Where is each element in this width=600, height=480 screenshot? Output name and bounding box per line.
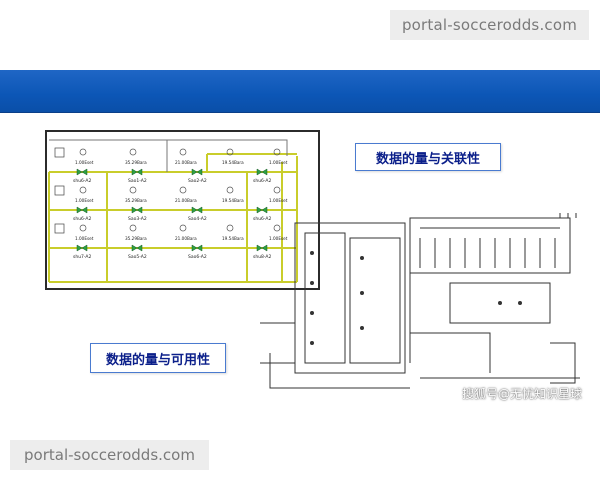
pressure-gauge-icon [129, 148, 137, 156]
pressure-gauge-icon [79, 148, 87, 156]
valve-label: Sao3-A2 [128, 216, 147, 222]
pressure-gauge-icon [226, 148, 234, 156]
pressure-reading: 1.00Eset [269, 160, 288, 165]
valve-label: shu6-A2 [73, 178, 92, 184]
pressure-gauge-icon [273, 148, 281, 156]
pressure-reading: 35.29Bara [125, 236, 147, 241]
label-data-availability: 数据的量与可用性 [90, 343, 226, 373]
valve-label: Sao1-A2 [128, 178, 147, 184]
watermark-bottom: portal-soccerodds.com [10, 440, 209, 470]
valve-icon[interactable] [76, 168, 88, 176]
valve-icon[interactable] [191, 206, 203, 214]
valve-icon[interactable] [131, 244, 143, 252]
pressure-reading: 1.00Eset [75, 198, 94, 203]
valve-icon[interactable] [256, 168, 268, 176]
slide-header-bar [0, 70, 600, 113]
pressure-gauge-icon [79, 186, 87, 194]
watermark-top: portal-soccerodds.com [390, 10, 589, 40]
pressure-gauge-icon [273, 186, 281, 194]
valve-label: Sao2-A2 [188, 178, 207, 184]
station-block [54, 223, 65, 234]
valve-icon[interactable] [191, 244, 203, 252]
pressure-gauge-icon [179, 148, 187, 156]
pressure-reading: 1.00Eset [75, 160, 94, 165]
valve-label: Sao4-A2 [188, 216, 207, 222]
valve-label: Sao5-A2 [128, 254, 147, 260]
pressure-gauge-icon [179, 186, 187, 194]
valve-label: shu6-A2 [253, 216, 272, 222]
valve-icon[interactable] [256, 206, 268, 214]
pressure-gauge-icon [79, 224, 87, 232]
pressure-reading: 19.54Bara [222, 236, 244, 241]
pressure-gauge-icon [273, 224, 281, 232]
pressure-reading: 1.00Eset [269, 236, 288, 241]
valve-label: shu8-A2 [253, 254, 272, 260]
pressure-reading: 21.00Bara [175, 236, 197, 241]
valve-icon[interactable] [131, 168, 143, 176]
pressure-gauge-icon [129, 224, 137, 232]
pressure-gauge-icon [129, 186, 137, 194]
pressure-reading: 1.00Eset [75, 236, 94, 241]
pressure-gauge-icon [179, 224, 187, 232]
valve-icon[interactable] [191, 168, 203, 176]
electrical-schematic [260, 213, 580, 389]
pressure-reading: 19.54Bara [222, 160, 244, 165]
valve-label: shu6-A2 [253, 178, 272, 184]
valve-label: Sao6-A2 [188, 254, 207, 260]
pressure-gauge-icon [226, 224, 234, 232]
scada-process-screen: 1.00Eset 35.29Bara 21.00Bara 19.54Bara 1.00E… [45, 130, 320, 290]
pressure-reading: 19.54Bara [222, 198, 244, 203]
valve-icon[interactable] [76, 206, 88, 214]
station-block [54, 147, 65, 158]
valve-label: shu6-A2 [73, 216, 92, 222]
pressure-reading: 21.00Bara [175, 160, 197, 165]
valve-icon[interactable] [256, 244, 268, 252]
valve-label: shu7-A2 [73, 254, 92, 260]
valve-icon[interactable] [131, 206, 143, 214]
valve-icon[interactable] [76, 244, 88, 252]
pressure-reading: 35.29Bara [125, 160, 147, 165]
pressure-reading: 21.00Bara [175, 198, 197, 203]
pipeline-diagram: 1.00Eset 35.29Bara 21.00Bara 19.54Bara 1.00E… [48, 139, 298, 283]
label-data-association: 数据的量与关联性 [355, 143, 501, 171]
pressure-reading: 1.00Eset [269, 198, 288, 203]
pressure-gauge-icon [226, 186, 234, 194]
station-block [54, 185, 65, 196]
slide-content: 1.00Eset 35.29Bara 21.00Bara 19.54Bara 1.00E… [0, 113, 600, 410]
sohu-attribution: 搜狐号@无忧知识星球 [462, 387, 583, 401]
pressure-reading: 35.29Bara [125, 198, 147, 203]
